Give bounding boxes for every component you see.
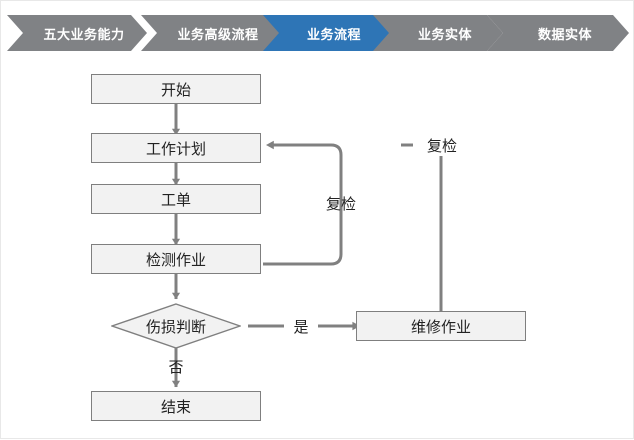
flow-node-work-plan-label: 工作计划	[145, 140, 206, 158]
breadcrumb-label-3: 业务实体	[417, 26, 472, 42]
flowchart: 开始 工作计划 工单 检测作业 维修作业 结束 伤损判断 是 否	[1, 59, 634, 440]
edge-label-recheck-inner-text: 复检	[325, 195, 356, 213]
flow-node-end-label: 结束	[160, 398, 191, 416]
breadcrumb-label-4: 数据实体	[537, 26, 592, 42]
breadcrumb-item-2[interactable]: 业务流程	[263, 15, 391, 51]
edge-label-yes: 是	[284, 315, 318, 337]
breadcrumb-label-0: 五大业务能力	[43, 26, 125, 42]
flow-node-judgement-shape[interactable]	[111, 303, 241, 349]
breadcrumb-item-1[interactable]: 业务高级流程	[141, 15, 281, 51]
breadcrumb-label-2: 业务流程	[306, 26, 361, 42]
flow-node-end[interactable]: 结束	[91, 391, 261, 421]
flow-node-start[interactable]: 开始	[91, 74, 261, 104]
edge-label-recheck-outer-text: 复检	[426, 137, 457, 155]
edge-label-no: 否	[159, 355, 193, 377]
breadcrumb: 五大业务能力 业务高级流程 业务流程 业务实体 数据实体	[1, 1, 634, 59]
flow-node-work-order[interactable]: 工单	[91, 184, 261, 214]
flow-node-repair[interactable]: 维修作业	[356, 311, 526, 341]
flow-node-repair-label: 维修作业	[410, 318, 471, 336]
breadcrumb-item-3[interactable]: 业务实体	[373, 15, 503, 51]
edge-label-recheck-inner: 复检	[312, 192, 370, 214]
breadcrumb-item-4[interactable]: 数据实体	[487, 15, 629, 51]
flow-node-inspection-label: 检测作业	[145, 251, 206, 269]
breadcrumb-item-0[interactable]: 五大业务能力	[7, 15, 147, 51]
edge-label-recheck-outer: 复检	[413, 134, 471, 156]
flow-node-inspection[interactable]: 检测作业	[91, 244, 261, 274]
flow-node-work-plan[interactable]: 工作计划	[91, 133, 261, 163]
flow-node-work-order-label: 工单	[160, 191, 191, 209]
edge-label-no-text: 否	[168, 358, 184, 376]
edge-label-yes-text: 是	[293, 318, 309, 336]
breadcrumb-label-1: 业务高级流程	[177, 26, 259, 42]
flow-node-start-label: 开始	[160, 81, 191, 99]
